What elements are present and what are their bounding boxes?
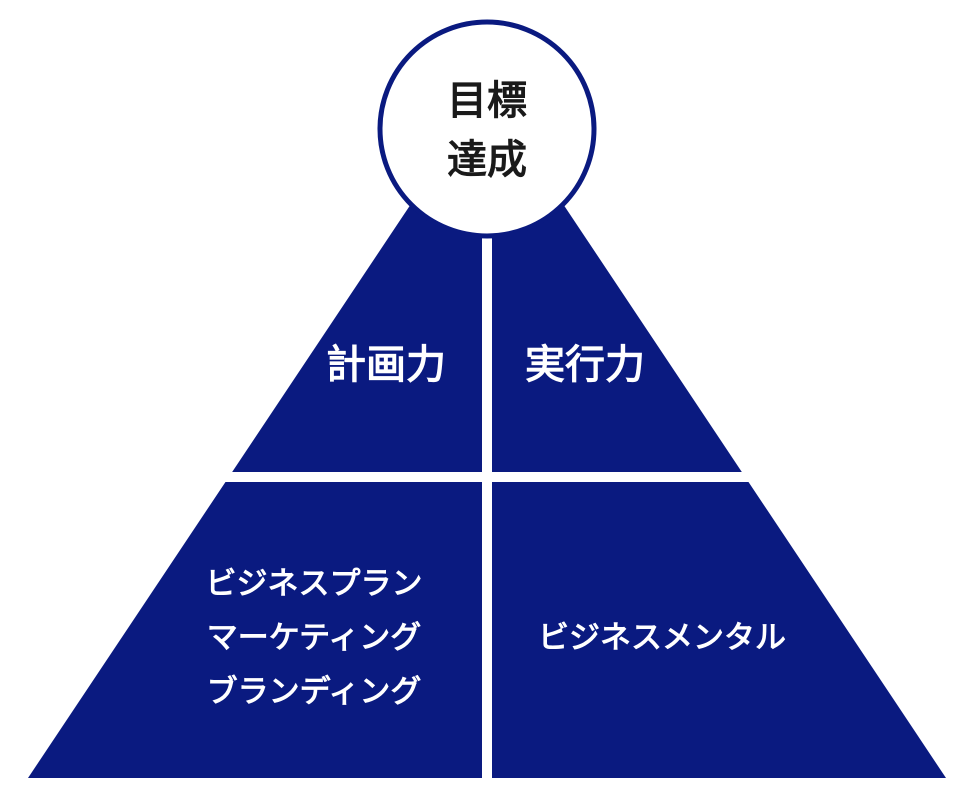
upper-right-label: 実行力 xyxy=(525,342,645,388)
apex-circle xyxy=(377,19,597,239)
lower-left-line-1: ビジネスプラン xyxy=(206,566,423,602)
lower-left-line-2: マーケティング xyxy=(207,620,422,656)
lower-left-line-3: ブランディング xyxy=(207,674,422,710)
apex-label-line2: 達成 xyxy=(447,137,527,183)
horizontal-divider xyxy=(0,472,978,482)
vertical-divider xyxy=(482,150,492,790)
lower-right-label: ビジネスメンタル xyxy=(538,620,786,656)
upper-left-label: 計画力 xyxy=(326,342,446,388)
apex-label-line1: 目標 xyxy=(447,78,527,124)
